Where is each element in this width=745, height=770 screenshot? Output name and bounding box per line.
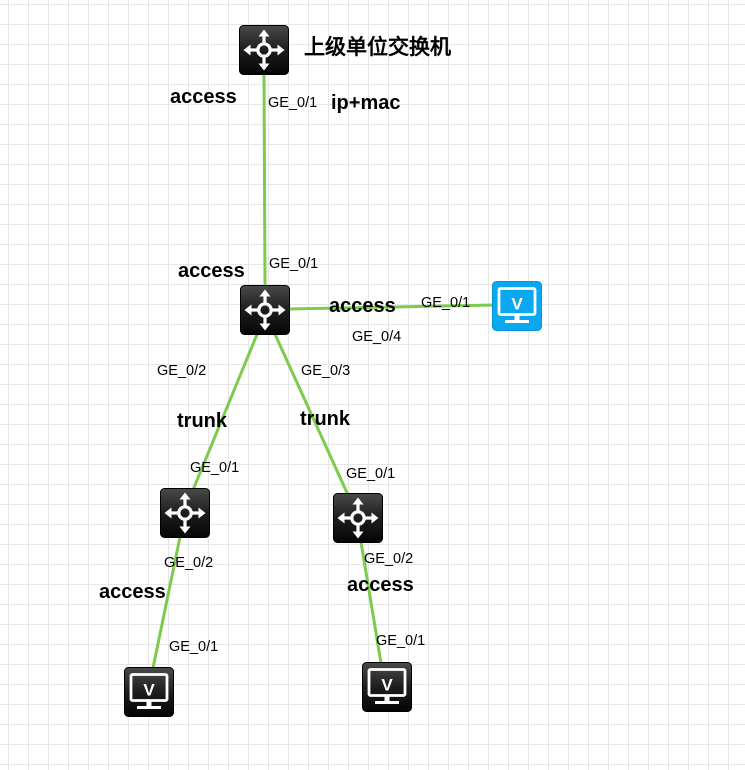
core-to-right-port-core: GE_0/3 <box>301 363 351 379</box>
uplink-port-top: GE_0/1 <box>268 95 318 111</box>
pc-icon: V <box>362 662 412 712</box>
core-to-pc-port-core: GE_0/4 <box>352 329 402 345</box>
right-pc[interactable]: V <box>362 662 412 712</box>
core-to-right-port-switch: GE_0/1 <box>346 466 396 482</box>
blue-pc[interactable]: V <box>492 281 542 331</box>
pc-glyph: V <box>381 676 393 695</box>
left-to-pc-mode: access <box>99 581 166 603</box>
pc-glyph: V <box>143 681 155 700</box>
link-core-to-blue-pc[interactable] <box>288 303 495 311</box>
top-switch-label: 上级单位交换机 <box>304 34 451 59</box>
core-to-left-port-core: GE_0/2 <box>157 363 207 379</box>
right-to-pc-port-switch: GE_0/2 <box>364 551 414 567</box>
core-to-left-port-switch: GE_0/1 <box>190 460 240 476</box>
link-left-switch-to-pc[interactable] <box>151 536 182 669</box>
top-switch[interactable] <box>239 25 289 75</box>
core-to-right-mode: trunk <box>300 408 350 430</box>
right-to-pc-mode: access <box>347 574 414 596</box>
link-core-to-left-switch[interactable] <box>191 331 260 491</box>
left-to-pc-port-switch: GE_0/2 <box>164 555 214 571</box>
switch-icon <box>240 285 290 335</box>
core-switch[interactable] <box>240 285 290 335</box>
left-switch[interactable] <box>160 488 210 538</box>
switch-icon <box>239 25 289 75</box>
switch-icon <box>333 493 383 543</box>
pc-icon: V <box>124 667 174 717</box>
pc-glyph: V <box>511 295 523 314</box>
link-core-to-right-switch[interactable] <box>272 331 350 496</box>
left-pc[interactable]: V <box>124 667 174 717</box>
right-switch[interactable] <box>333 493 383 543</box>
switch-icon <box>160 488 210 538</box>
uplink-port-bottom: GE_0/1 <box>269 256 319 272</box>
uplink-note: ip+mac <box>331 92 401 114</box>
core-to-pc-port-pc: GE_0/1 <box>421 295 471 311</box>
right-to-pc-port-pc: GE_0/1 <box>376 633 426 649</box>
link-right-switch-to-pc[interactable] <box>359 541 383 664</box>
link-uplink[interactable] <box>262 71 267 287</box>
uplink-mode-bottom: access <box>178 260 245 282</box>
pc-icon: V <box>492 281 542 331</box>
core-to-left-mode: trunk <box>177 410 227 432</box>
left-to-pc-port-pc: GE_0/1 <box>169 639 219 655</box>
uplink-mode-top: access <box>170 86 237 108</box>
core-to-pc-mode: access <box>329 295 396 317</box>
